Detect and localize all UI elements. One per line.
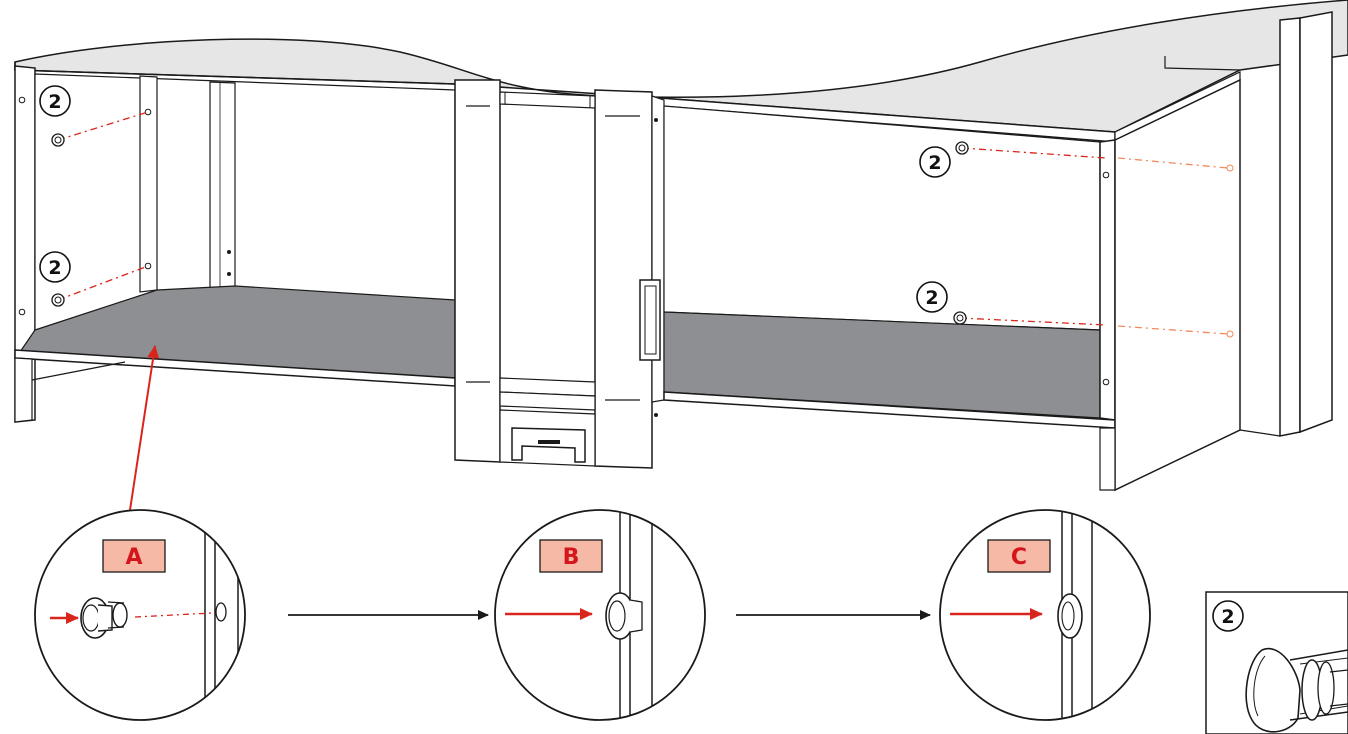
part-number-label: 2 — [925, 287, 938, 309]
plug — [953, 311, 967, 325]
step-letter-a: A — [125, 545, 142, 570]
part-inset: 2 — [1205, 591, 1348, 734]
step-letter-b: B — [563, 545, 580, 570]
part-number-callout: 2 — [39, 85, 71, 117]
part-number-label: 2 — [48, 91, 61, 113]
plug — [51, 133, 65, 147]
ghost-hole — [1226, 330, 1234, 338]
detail-circle-b: B — [494, 509, 706, 721]
part-number-callout: 2 — [916, 281, 948, 313]
part-number-label: 2 — [928, 152, 941, 174]
plug — [51, 293, 65, 307]
part-number-callout: 2 — [919, 146, 951, 178]
part-number-label: 2 — [1221, 606, 1234, 628]
guide-lines — [57, 111, 1229, 335]
step-badge-a — [102, 539, 166, 573]
step-badge-c — [987, 539, 1051, 573]
part-number-callout: 2 — [39, 251, 71, 283]
detail-circle-a: A — [34, 509, 246, 721]
step-badge-b — [539, 539, 603, 573]
ghost-hole — [1226, 164, 1234, 172]
left-cabinet — [14, 65, 456, 423]
pointer-arrow — [129, 345, 160, 511]
detail-circle-c: C — [939, 509, 1151, 721]
part-number-label: 2 — [48, 257, 61, 279]
center-tower — [454, 79, 665, 469]
right-cabinet — [663, 11, 1333, 492]
step-letter-c: C — [1011, 545, 1027, 570]
plug — [955, 141, 969, 155]
